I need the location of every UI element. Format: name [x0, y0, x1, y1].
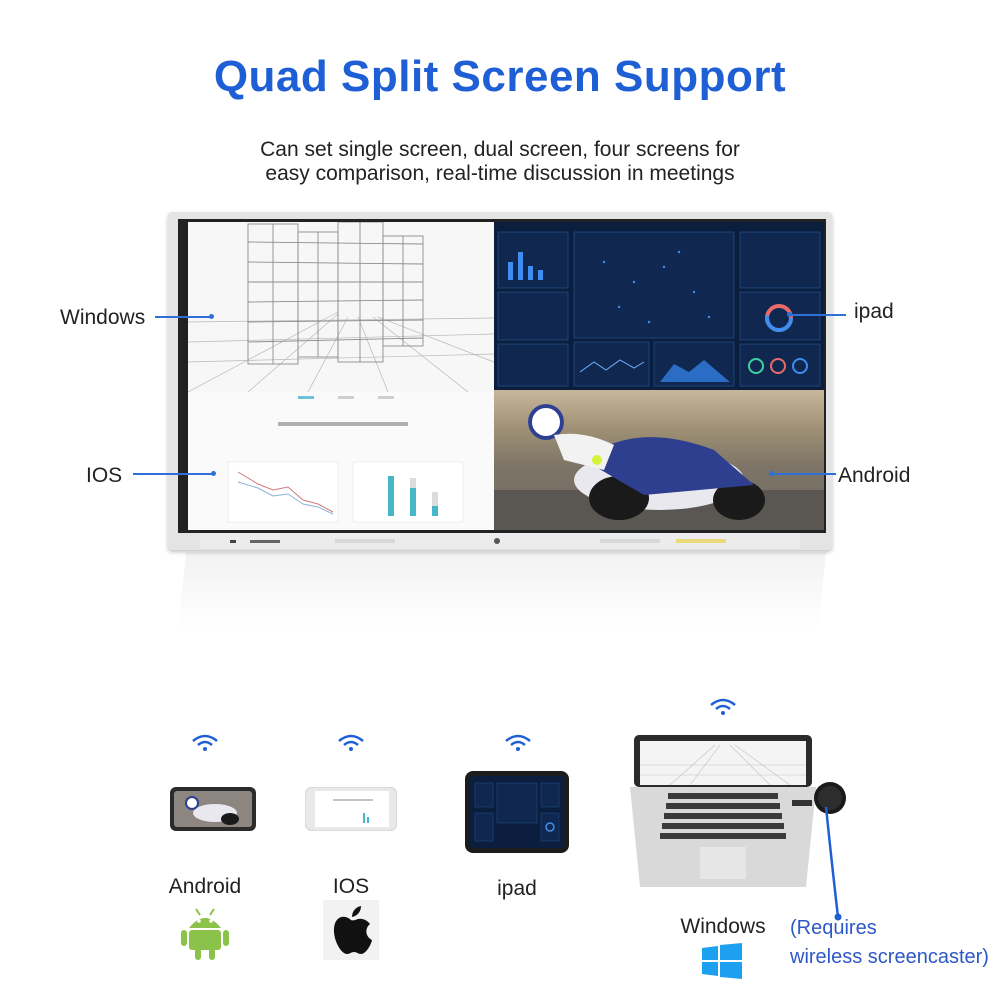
board-reflection — [177, 552, 827, 630]
callout-windows-leader — [155, 316, 211, 318]
subtitle-line-2: easy comparison, real-time discussion in… — [265, 162, 735, 185]
callout-ios-dot — [211, 471, 216, 476]
callout-ios-leader — [133, 473, 213, 475]
apple-logo-icon — [323, 900, 379, 960]
android-phone-image — [170, 787, 256, 831]
building-wireframe-image — [188, 222, 494, 392]
android-screen-quadrant — [494, 390, 824, 530]
ipad-screen-quadrant — [494, 222, 824, 390]
callout-ipad-dot — [787, 312, 792, 317]
windows-screen-quadrant — [188, 222, 494, 392]
windows-logo-icon — [702, 943, 742, 979]
dashboard-image — [497, 231, 821, 387]
callout-android: Android — [838, 464, 911, 487]
wireless-screencaster-dongle — [792, 782, 846, 814]
wifi-icon — [710, 698, 736, 715]
callout-windows: Windows — [60, 306, 146, 329]
android-robot-icon — [181, 908, 229, 960]
ios-screen-quadrant — [188, 392, 494, 530]
callout-ios: IOS — [86, 464, 123, 487]
subtitle-line-1: Can set single screen, dual screen, four… — [260, 138, 740, 161]
ipad-tablet-image — [465, 771, 569, 853]
device-label-windows: Windows — [680, 915, 766, 938]
board-bottom-bezel — [200, 533, 800, 549]
screencaster-note-line-1: (Requires — [790, 917, 877, 939]
page-title: Quad Split Screen Support — [213, 52, 787, 101]
device-label-ios: IOS — [332, 875, 370, 898]
callout-android-leader — [772, 473, 836, 475]
screencaster-pointer-line — [824, 806, 842, 921]
iphone-image — [305, 787, 397, 831]
device-label-ipad: ipad — [497, 877, 537, 900]
device-label-android: Android — [168, 875, 242, 898]
callout-ipad: ipad — [854, 300, 894, 323]
screencaster-note-line-2: wireless screencaster) — [790, 946, 989, 968]
callout-android-dot — [769, 471, 774, 476]
wifi-icon — [505, 734, 531, 751]
callout-ipad-leader — [790, 314, 846, 316]
wifi-icon — [192, 734, 218, 751]
ios-report-image — [227, 396, 464, 523]
wifi-icon — [338, 734, 364, 751]
motorcycle-racer-image — [494, 404, 824, 530]
callout-windows-dot — [209, 314, 214, 319]
laptop-image — [630, 735, 816, 887]
